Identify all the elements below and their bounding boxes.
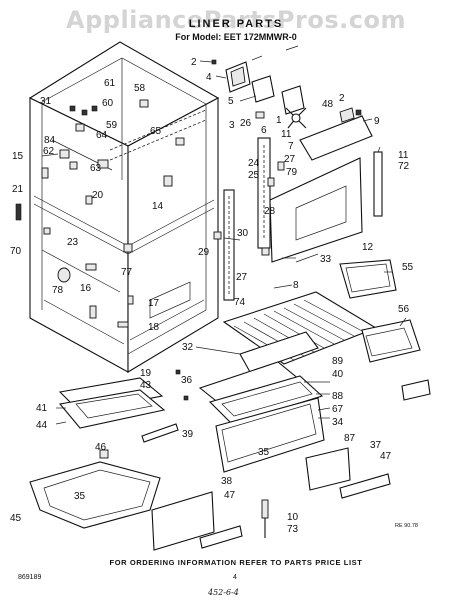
callout-29: 29: [198, 247, 210, 258]
callout-10: 10: [287, 512, 299, 523]
callout-43: 43: [140, 380, 152, 391]
callout-11a: 11: [281, 129, 292, 140]
callout-3: 3: [229, 120, 235, 131]
callout-73: 73: [287, 524, 299, 535]
callout-89: 89: [332, 356, 344, 367]
callout-87: 87: [344, 433, 356, 444]
model-line: For Model: EET 172MMWR-0: [175, 32, 297, 42]
callout-23: 23: [67, 237, 79, 248]
callout-84: 84: [44, 135, 56, 146]
callout-2: 2: [191, 57, 197, 68]
callout-labels: 2 4 5 3 26 6 1 48 2 9 11 11 72 7 27 79 2…: [10, 57, 414, 535]
callout-1: 1: [276, 115, 282, 126]
callout-12: 12: [362, 242, 374, 253]
callout-60: 60: [102, 98, 114, 109]
callout-5: 5: [228, 96, 234, 107]
callout-72: 72: [398, 161, 410, 172]
callout-74: 74: [234, 297, 246, 308]
catalog-code: 869189: [18, 574, 42, 581]
callout-40: 40: [332, 369, 344, 380]
callout-56: 56: [398, 304, 410, 315]
callout-78: 78: [52, 285, 64, 296]
callout-79: 79: [286, 167, 298, 178]
callout-19: 19: [140, 368, 152, 379]
callout-44: 44: [36, 420, 48, 431]
callout-47a: 47: [380, 451, 392, 462]
handwritten-note: 452-6-4: [208, 588, 239, 597]
callout-4: 4: [206, 72, 212, 83]
right-bins: [151, 259, 431, 551]
callout-35a: 35: [258, 447, 270, 458]
callout-41: 41: [36, 403, 48, 414]
callout-18: 18: [148, 322, 160, 333]
callout-11b: 11: [398, 150, 409, 161]
callout-21: 21: [12, 184, 24, 195]
callout-45: 45: [10, 513, 22, 524]
callout-33: 33: [320, 254, 332, 265]
callout-47b: 47: [224, 490, 236, 501]
callout-77: 77: [121, 267, 133, 278]
callout-38: 38: [221, 476, 233, 487]
callout-7: 7: [288, 141, 294, 152]
left-bins: [29, 377, 179, 529]
callout-27: 27: [284, 154, 296, 165]
callout-15: 15: [12, 151, 24, 162]
callout-55: 55: [402, 262, 414, 273]
callout-67: 67: [332, 404, 344, 415]
callout-8: 8: [293, 280, 299, 291]
callout-28: 28: [264, 206, 276, 217]
callout-48: 48: [322, 99, 334, 110]
callout-14: 14: [152, 201, 164, 212]
callout-37: 37: [370, 440, 382, 451]
callout-2b: 2: [339, 93, 345, 104]
callout-65: 65: [150, 126, 162, 137]
callout-16: 16: [80, 283, 92, 294]
callout-36: 36: [181, 375, 193, 386]
page-number: 4: [233, 574, 237, 581]
diagram-title: LINER PARTS: [188, 18, 284, 30]
callout-34: 34: [332, 417, 344, 428]
callout-35b: 35: [74, 491, 86, 502]
watermark: AppliancePartsPros.com: [66, 6, 406, 34]
ordering-note: FOR ORDERING INFORMATION REFER TO PARTS …: [109, 558, 363, 567]
callout-17: 17: [148, 298, 160, 309]
crisper-stack: [175, 331, 325, 473]
callout-31: 31: [40, 96, 52, 107]
callout-64: 64: [96, 130, 108, 141]
callout-26: 26: [240, 118, 252, 129]
air-control-parts: [211, 59, 383, 301]
rear-cover-panel: [269, 157, 363, 263]
callout-58: 58: [134, 83, 146, 94]
callout-25: 25: [248, 170, 260, 181]
callout-9: 9: [374, 116, 380, 127]
liner-hardware: [15, 99, 185, 328]
callout-59: 59: [106, 120, 118, 131]
callout-39: 39: [182, 429, 194, 440]
callout-70: 70: [10, 246, 22, 257]
callout-62: 62: [43, 146, 55, 157]
callout-63: 63: [90, 163, 102, 174]
callout-46: 46: [95, 442, 107, 453]
callout-24: 24: [248, 158, 260, 169]
callout-20: 20: [92, 190, 104, 201]
callout-6: 6: [261, 125, 267, 136]
drawing-reference: RE 90.78: [395, 523, 418, 529]
callout-27b: 27: [236, 272, 248, 283]
callout-32: 32: [182, 342, 194, 353]
callout-30: 30: [237, 228, 249, 239]
callout-88: 88: [332, 391, 344, 402]
leader-lines: [41, 45, 407, 425]
callout-61: 61: [104, 78, 116, 89]
